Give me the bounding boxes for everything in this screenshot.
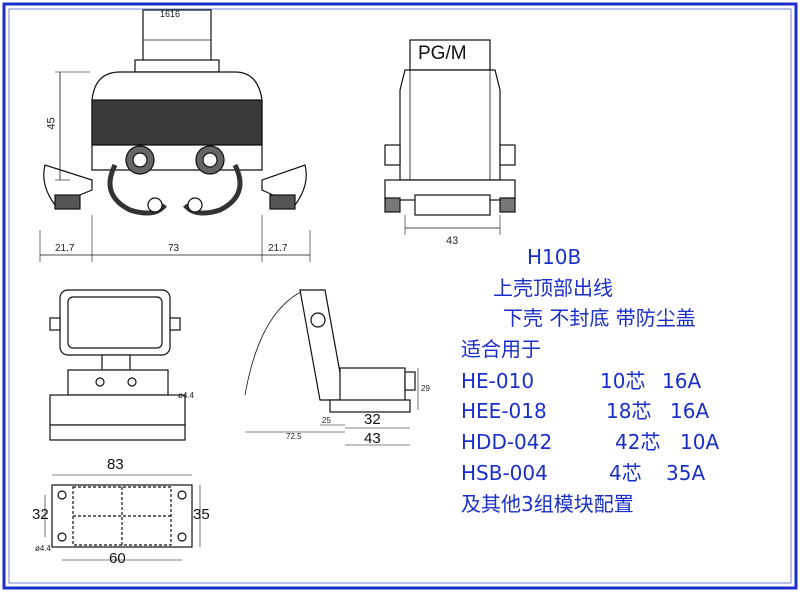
frame-inner-border — [8, 8, 792, 584]
footprint-left-height-dim: 32 — [32, 506, 49, 523]
open-view-base-dim: 25 — [322, 416, 331, 425]
spec-module-name: HDD-042 — [461, 430, 553, 454]
front-view-left-offset-dim: 21.7 — [55, 243, 75, 254]
spec-module-name: HEE-018 — [461, 399, 547, 423]
spec-module-cores: 42芯 — [615, 430, 661, 454]
open-view-inner-dim: 32 — [364, 411, 381, 428]
spec-model: H10B — [527, 245, 582, 269]
footprint-drawing — [44, 474, 201, 561]
spec-module-current: 10A — [680, 430, 720, 454]
front-view-height-dim: 45 — [45, 117, 58, 130]
footprint-overall-width-dim: 83 — [107, 456, 124, 473]
spec-module-cores: 18芯 — [606, 399, 652, 423]
open-view-outer-dim: 43 — [364, 430, 381, 447]
spec-module-cores: 4芯 — [609, 461, 642, 485]
open-lid-drawing — [244, 289, 419, 446]
footprint-hole-pitch-dim: 60 — [109, 550, 126, 567]
footprint-hole-label: ø4.4 — [35, 544, 52, 553]
open-view-height-dim: 29 — [421, 384, 430, 393]
front-view-width-dim: 73 — [168, 243, 180, 254]
spec-module-current: 16A — [662, 369, 702, 393]
open-view-total-dim: 72.5 — [286, 432, 302, 441]
spec-line-3: 适合用于 — [461, 337, 541, 361]
front-view-right-offset-dim: 21.7 — [268, 243, 288, 254]
spec-module-name: HE-010 — [461, 369, 535, 393]
footprint-right-height-dim: 35 — [193, 506, 210, 523]
front-view-drawing — [39, 9, 311, 262]
spec-module-current: 16A — [670, 399, 710, 423]
side-view-drawing — [384, 39, 516, 235]
top-view-hole-label: ø4.4 — [178, 391, 195, 400]
spec-module-cores: 10芯 — [600, 369, 646, 393]
spec-module-name: HSB-004 — [461, 461, 548, 485]
side-view-width-dim: 43 — [446, 235, 459, 247]
spec-line-2: 下壳 不封底 带防尘盖 — [503, 306, 696, 330]
front-view-top-label: 1616 — [160, 9, 181, 19]
side-view-thread-label: PG/M — [418, 43, 467, 64]
top-view-drawing — [49, 289, 186, 441]
spec-footer: 及其他3组模块配置 — [461, 492, 634, 516]
spec-module-current: 35A — [666, 461, 706, 485]
spec-line-1: 上壳顶部出线 — [493, 276, 613, 300]
